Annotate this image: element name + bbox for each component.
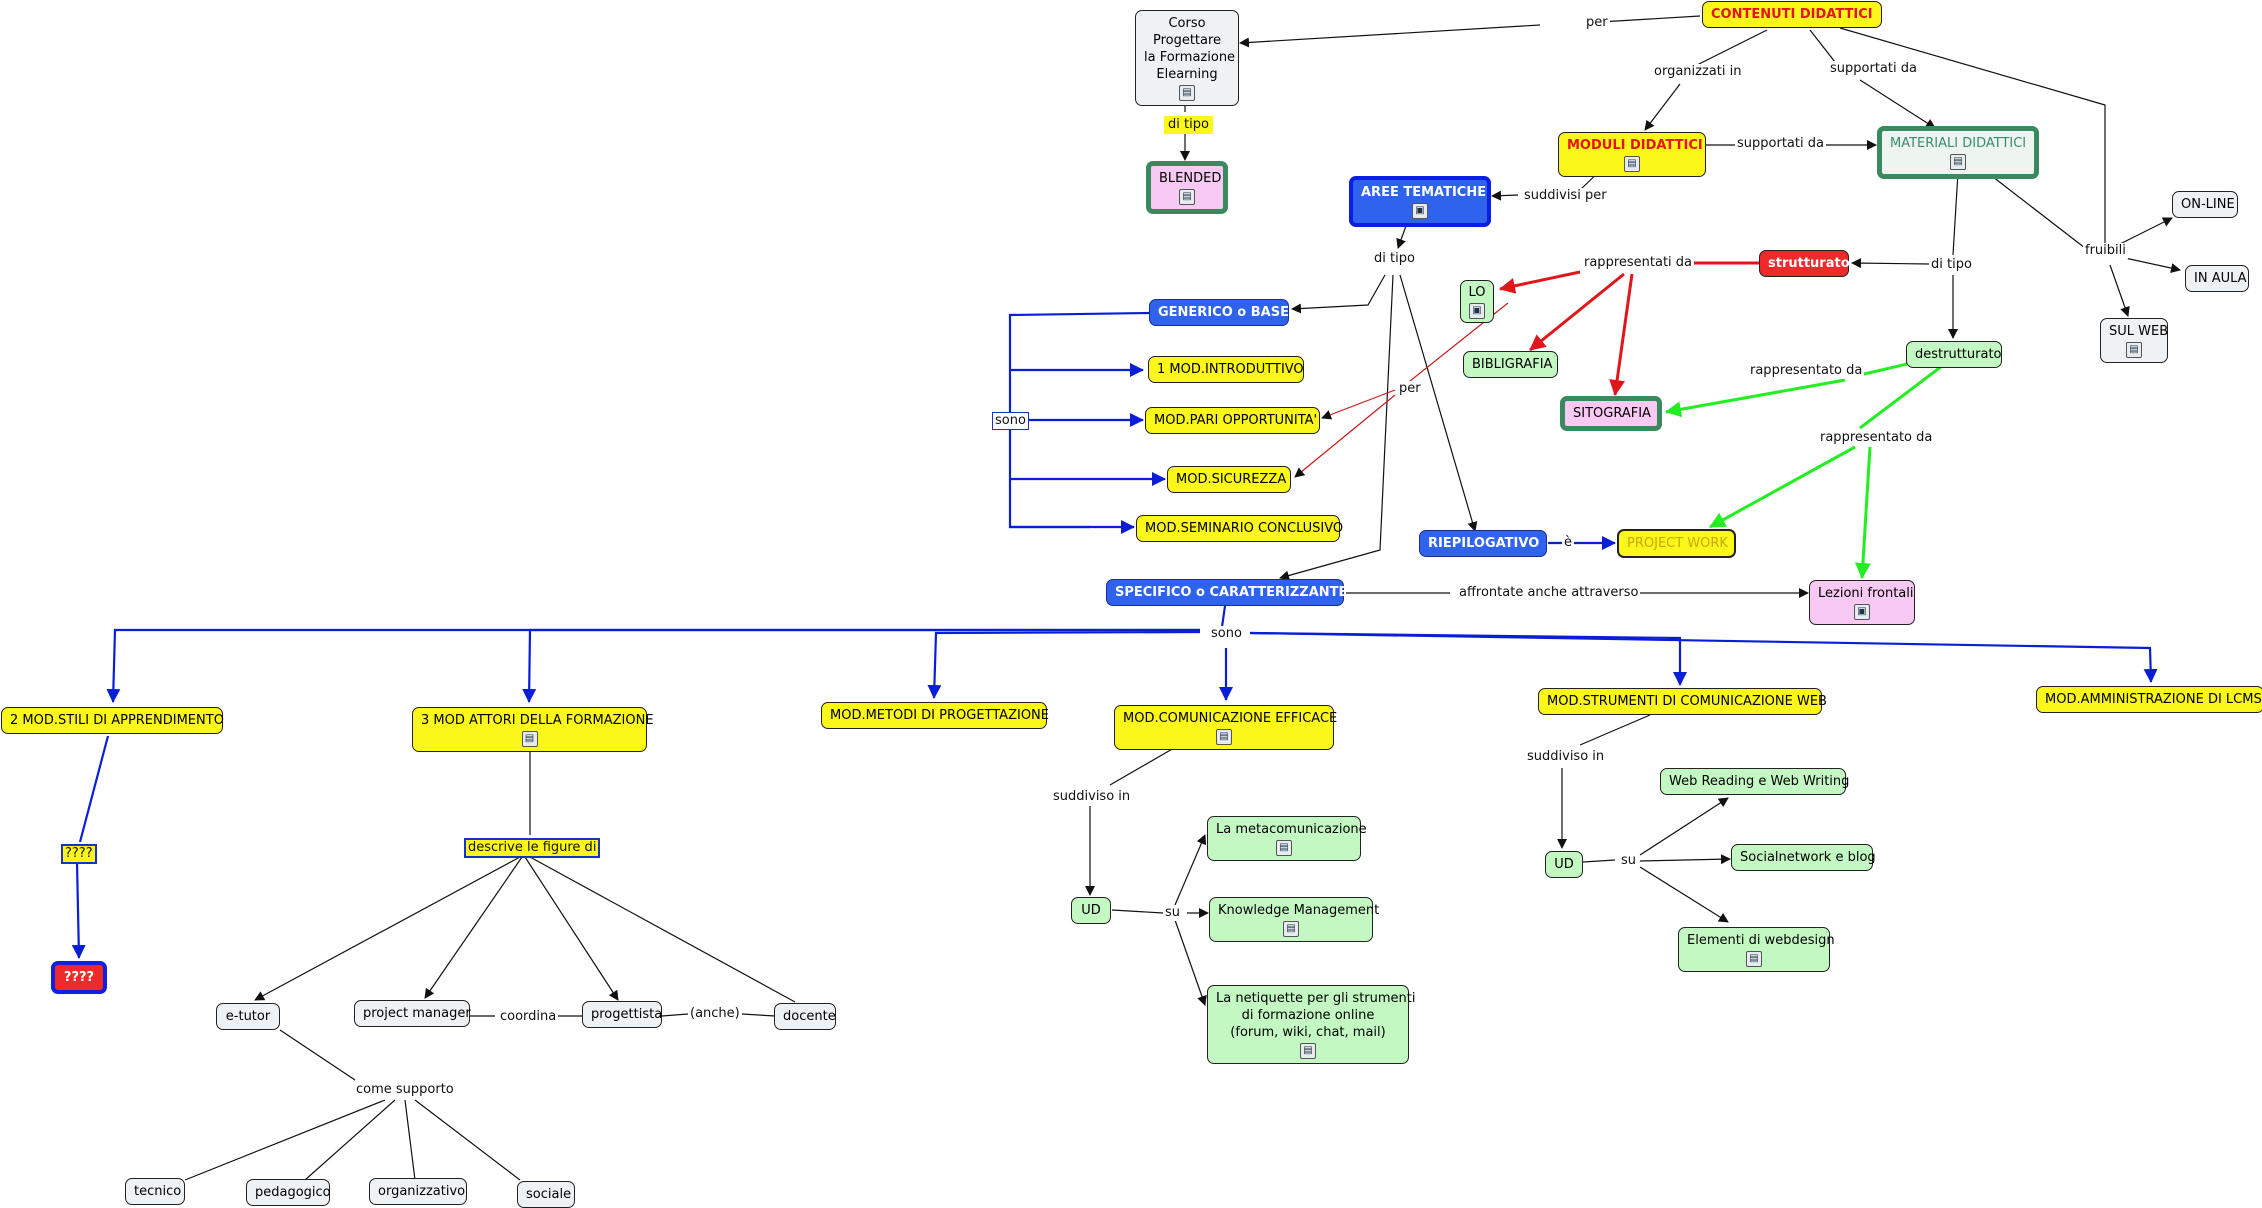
node-progettista[interactable]: progettista [582,1001,662,1028]
node-organizzativo[interactable]: organizzativo [369,1178,467,1205]
link-label-suddiviso-in-2: suddiviso in [1525,749,1607,765]
node-online[interactable]: ON-LINE [2172,191,2238,218]
node-mod-attori-formazione[interactable]: 3 MOD ATTORI DELLA FORMAZIONE▤ [412,707,654,752]
resource-icon[interactable]: ▤ [1179,189,1195,205]
resource-icon[interactable]: ▤ [2126,342,2142,358]
link-label-di-tipo-materiali: di tipo [1929,257,1974,273]
node-lo[interactable]: LO▣ [1460,280,1494,323]
node-destrutturato[interactable]: destrutturato [1906,341,2002,368]
image-icon[interactable]: ▣ [1854,604,1870,620]
node-sitografia[interactable]: SITOGRAFIA [1560,396,1662,431]
link-label-suddivisi-per: suddivisi per [1522,188,1609,204]
link-label-affrontate: affrontate anche attraverso [1457,585,1641,601]
node-corso[interactable]: Corso Progettare la Formazione Elearning… [1135,10,1239,106]
resource-icon[interactable]: ▤ [1283,921,1299,937]
node-strutturato[interactable]: strutturato [1759,250,1850,277]
node-e-tutor[interactable]: e-tutor [216,1003,280,1030]
node-sociale[interactable]: sociale [517,1181,575,1208]
link-label-anche: (anche) [688,1006,742,1022]
node-knowledge-management[interactable]: Knowledge Management▤ [1209,897,1379,942]
link-label-rappresentati-da: rappresentati da [1582,255,1695,271]
node-web-reading-writing[interactable]: Web Reading e Web Writing [1660,768,1849,795]
node-materiali-didattici[interactable]: MATERIALI DIDATTICI▤ [1877,126,2039,179]
node-ud-comunicazione[interactable]: UD [1071,897,1111,924]
node-docente[interactable]: docente [774,1003,836,1030]
node-netiquette[interactable]: La netiquette per gli strumenti di forma… [1207,985,1416,1064]
node-socialnetwork-blog[interactable]: Socialnetwork e blog [1731,844,1876,871]
node-generico-base[interactable]: GENERICO o BASE [1149,299,1289,326]
node-mod-seminario-conclusivo[interactable]: MOD.SEMINARIO CONCLUSIVO [1136,515,1343,542]
node-blended[interactable]: BLENDED▤ [1146,161,1228,214]
node-pedagogico[interactable]: pedagogico [246,1179,331,1206]
node-mod-stili-apprendimento[interactable]: 2 MOD.STILI DI APPRENDIMENTO [1,707,224,734]
link-label-sono-specifico: sono [1209,626,1244,642]
node-mod-strumenti-web[interactable]: MOD.STRUMENTI DI COMUNICAZIONE WEB [1538,688,1827,715]
node-tecnico[interactable]: tecnico [125,1178,185,1205]
node-metacomunicazione[interactable]: La metacomunicazione▤ [1207,816,1367,861]
resource-icon[interactable]: ▤ [1624,156,1640,172]
link-label-di-tipo-aree: di tipo [1372,251,1417,267]
link-label-per: per [1584,15,1610,31]
link-label-di-tipo-blended: di tipo [1164,116,1213,134]
link-label-supportati-da: supportati da [1828,61,1919,77]
node-moduli-didattici[interactable]: MODULI DIDATTICI▤ [1558,132,1706,177]
link-label-su-1: su [1163,905,1183,921]
node-mod-comunicazione-efficace[interactable]: MOD.COMUNICAZIONE EFFICACE▤ [1114,705,1337,750]
resource-icon[interactable]: ▤ [1950,154,1966,170]
link-label-supportati-da-materiali: supportati da [1735,136,1826,152]
node-mod-amministrazione-lcms[interactable]: MOD.AMMINISTRAZIONE DI LCMS [2036,686,2262,713]
node-specifico-caratterizzante[interactable]: SPECIFICO o CARATTERIZZANTE [1106,579,1347,606]
link-label-come-supporto: come supporto [354,1082,456,1098]
link-label-suddiviso-in-1: suddiviso in [1051,789,1133,805]
link-label-rappresentato-da-2: rappresentato da [1818,430,1935,446]
image-icon[interactable]: ▣ [1469,303,1485,319]
resource-icon[interactable]: ▤ [1179,85,1195,101]
resource-icon[interactable]: ▤ [521,731,538,747]
node-lezioni-frontali[interactable]: Lezioni frontali▣ [1809,580,1915,625]
node-in-aula[interactable]: IN AULA [2185,265,2249,292]
link-label-sono-generico: sono [992,412,1029,430]
node-sul-web[interactable]: SUL WEB▤ [2100,318,2168,363]
resource-icon[interactable]: ▤ [1216,729,1232,745]
node-project-manager[interactable]: project manager [354,1000,471,1027]
link-label-fruibili: fruibili [2083,243,2128,259]
node-project-work[interactable]: PROJECT WORK [1617,529,1736,558]
link-label-descrive-figure: descrive le figure di [464,838,601,858]
node-contenuti-didattici[interactable]: CONTENUTI DIDATTICI [1702,1,1882,28]
resource-icon[interactable]: ▤ [1746,951,1762,967]
link-label-question: ???? [61,844,97,864]
link-label-e: è [1562,535,1574,551]
resource-icon[interactable]: ▤ [1300,1043,1316,1059]
node-elementi-webdesign[interactable]: Elementi di webdesign▤ [1678,927,1835,972]
node-bibliografia[interactable]: BIBLIGRAFIA [1463,351,1558,378]
node-mod-sicurezza[interactable]: MOD.SICUREZZA [1167,466,1291,493]
link-label-rappresentato-da-1: rappresentato da [1748,363,1865,379]
link-label-organizzati-in: organizzati in [1652,64,1744,80]
node-question-red[interactable]: ???? [51,961,107,994]
resource-icon[interactable]: ▤ [1276,840,1292,856]
link-label-su-2: su [1619,853,1639,869]
link-label-per-lo: per [1397,381,1423,397]
node-aree-tematiche[interactable]: AREE TEMATICHE▣ [1349,176,1491,227]
node-ud-strumenti-web[interactable]: UD [1545,851,1583,878]
node-mod-metodi-progettazione[interactable]: MOD.METODI DI PROGETTAZIONE [821,702,1049,729]
link-label-coordina: coordina [498,1009,559,1025]
node-mod-pari-opportunita[interactable]: MOD.PARI OPPORTUNITA' [1145,407,1320,434]
node-mod-introduttivo[interactable]: 1 MOD.INTRODUTTIVO [1148,356,1304,383]
image-icon[interactable]: ▣ [1412,203,1428,219]
node-riepilogativo[interactable]: RIEPILOGATIVO [1419,530,1547,557]
